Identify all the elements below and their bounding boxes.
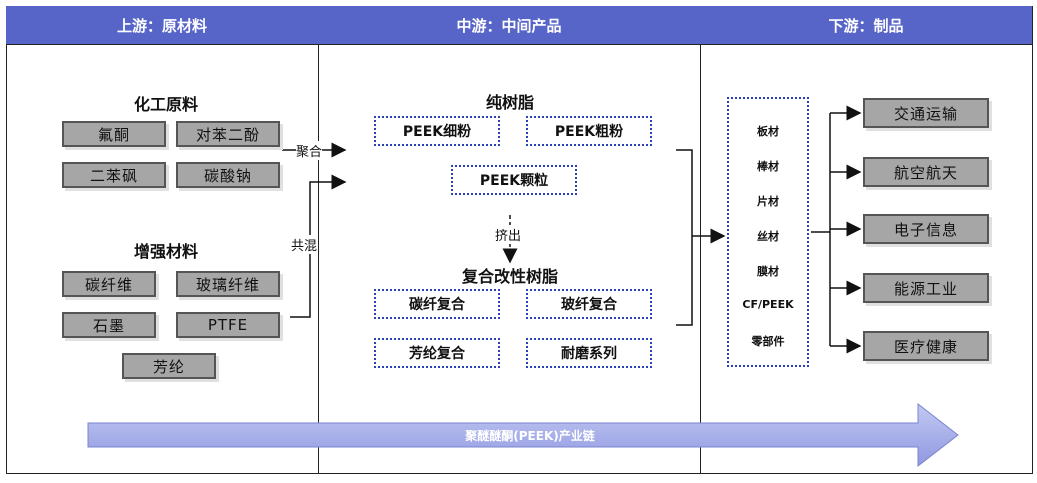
application-healthcare: 医疗健康: [863, 331, 989, 361]
extrude-label: 挤出: [495, 225, 522, 244]
product-forms-list: 板材 棒材 片材 丝材 膜材 CF/PEEK 零部件: [727, 97, 809, 367]
chain-big-arrow: [87, 402, 959, 468]
product-cf-peek: CF/PEEK: [742, 298, 794, 311]
polymerize-label: 聚合: [296, 141, 323, 160]
product-filament: 丝材: [757, 230, 779, 243]
column-divider-1: [318, 6, 319, 474]
composite-resin-title: 复合改性树脂: [461, 267, 558, 286]
pure-item-pellet: PEEK颗粒: [451, 165, 577, 195]
product-rod: 棒材: [757, 160, 779, 173]
application-energy: 能源工业: [863, 273, 989, 303]
chem-materials-title: 化工原料: [133, 95, 198, 114]
application-electronics: 电子信息: [863, 214, 989, 244]
product-film-sheet: 片材: [757, 195, 779, 208]
reinf-item-graphite: 石墨: [62, 312, 156, 338]
chem-item-sodium-carbonate: 碳酸钠: [176, 162, 280, 188]
product-components: 零部件: [751, 335, 785, 348]
chain-label: 聚醚醚酮(PEEK)产业链: [465, 429, 595, 443]
pure-item-fine-powder: PEEK细粉: [374, 116, 500, 146]
product-sheet: 板材: [757, 125, 779, 138]
header-downstream: 下游：制品: [700, 6, 1033, 45]
composite-item-glass: 玻纤复合: [526, 289, 652, 319]
application-transportation: 交通运输: [863, 98, 989, 128]
reinf-item-ptfe: PTFE: [176, 312, 280, 338]
chem-item-fluoroketone: 氟酮: [62, 121, 166, 147]
composite-item-aramid: 芳纶复合: [374, 338, 500, 368]
column-divider-2: [700, 6, 701, 474]
product-membrane: 膜材: [757, 265, 779, 278]
reinf-item-glass-fiber: 玻璃纤维: [176, 271, 280, 297]
chem-item-diphenylsulfone: 二苯砜: [62, 162, 166, 188]
chem-item-hydroquinone: 对苯二酚: [176, 121, 280, 147]
reinf-item-aramid: 芳纶: [122, 353, 216, 379]
application-aerospace: 航空航天: [863, 157, 989, 187]
reinforcement-materials-title: 增强材料: [133, 242, 198, 261]
blend-label: 共混: [291, 235, 318, 254]
composite-item-wear-resistant: 耐磨系列: [526, 338, 652, 368]
header-midstream: 中游：中间产品: [318, 6, 701, 45]
reinf-item-carbon-fiber: 碳纤维: [62, 271, 156, 297]
composite-item-carbon: 碳纤复合: [374, 289, 500, 319]
pure-resin-title: 纯树脂: [485, 93, 534, 112]
pure-item-coarse-powder: PEEK粗粉: [526, 116, 652, 146]
